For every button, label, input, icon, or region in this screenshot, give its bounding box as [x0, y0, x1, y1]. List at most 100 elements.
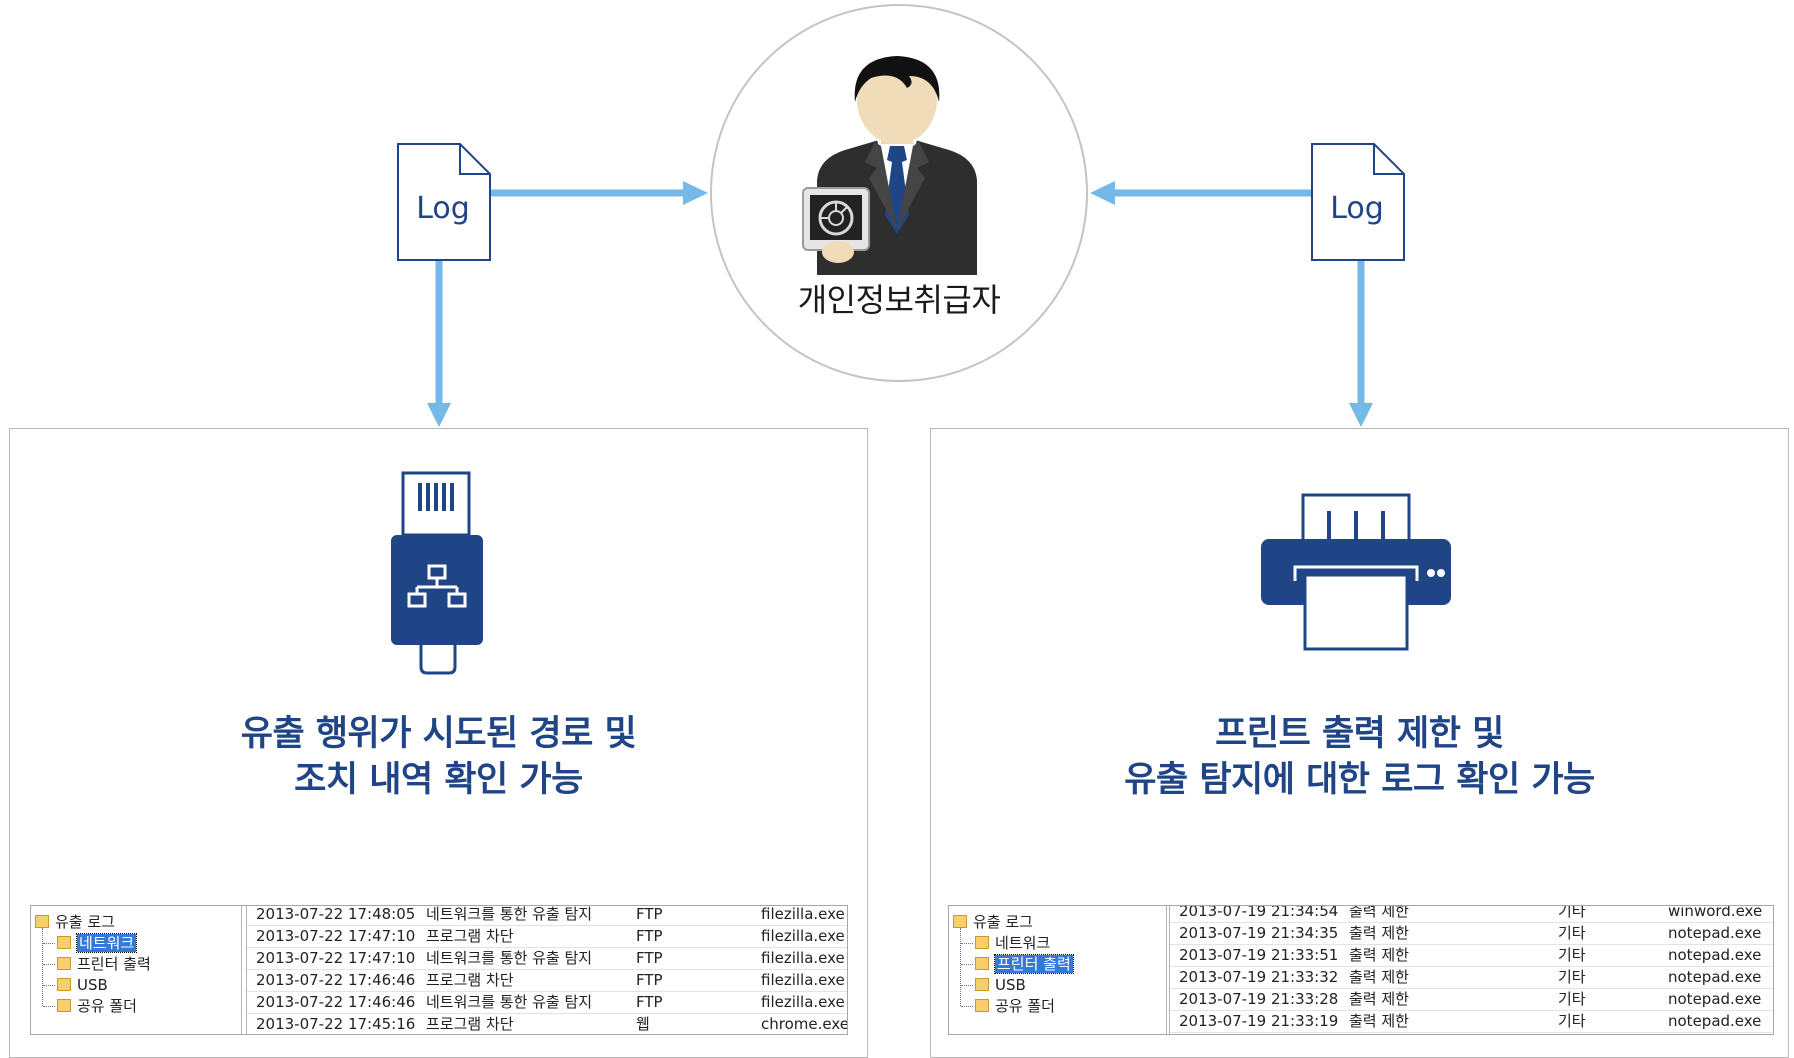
right-title-line2: 유출 탐지에 대한 로그 확인 가능 — [1124, 760, 1595, 800]
folder-icon — [953, 915, 967, 928]
cell-time: 2013-07-19 21:33:51 — [1179, 946, 1339, 964]
tree-root[interactable]: 유출 로그 — [949, 912, 1166, 933]
tree-branch — [43, 985, 55, 986]
cell-type: FTP — [636, 971, 663, 989]
cell-time: 2013-07-19 21:33:28 — [1179, 990, 1339, 1008]
cell-type: 기타 — [1558, 968, 1586, 986]
person-icon — [802, 56, 977, 275]
tree-item-label: 네트워크 — [995, 934, 1051, 952]
tree-item-label: 네트워크 — [75, 933, 138, 953]
tree-item[interactable]: 네트워크 — [949, 933, 1166, 954]
folder-icon — [35, 915, 49, 928]
cell-type: 기타 — [1558, 924, 1586, 942]
cell-time: 2013-07-22 17:46:46 — [256, 993, 416, 1011]
cell-type: 웹 — [636, 1015, 650, 1033]
cell-time: 2013-07-19 21:34:54 — [1179, 905, 1339, 920]
tree-item-label: USB — [77, 976, 108, 994]
cell-proc: filezilla.exe — [761, 971, 845, 989]
tree-item-label: 프린터 출력 — [994, 954, 1074, 974]
tree-item[interactable]: USB — [31, 975, 241, 996]
table-row[interactable]: 2013-07-22 17:47:10 네트워크를 통한 유출 탐지 FTP file… — [247, 947, 847, 970]
right-panel-title: 프린트 출력 제한 및 유출 탐지에 대한 로그 확인 가능 — [931, 711, 1788, 803]
tree-item[interactable]: 공유 폴더 — [31, 996, 241, 1017]
cell-proc: notepad.exe — [1668, 990, 1762, 1008]
cell-time: 2013-07-22 17:46:46 — [256, 971, 416, 989]
folder-icon — [975, 999, 989, 1012]
center-node: 개인정보취급자 — [710, 4, 1088, 382]
tree-branch — [43, 964, 55, 965]
cell-type: FTP — [636, 905, 663, 923]
cell-type: 기타 — [1558, 905, 1586, 920]
cell-event: 출력 제한 — [1349, 1012, 1409, 1030]
right-title-line1: 프린트 출력 제한 및 — [1215, 714, 1504, 754]
cell-event: 네트워크를 통한 유출 탐지 — [426, 993, 593, 1011]
cell-time: 2013-07-19 21:34:35 — [1179, 924, 1339, 942]
tree-root[interactable]: 유출 로그 — [31, 912, 241, 933]
center-label: 개인정보취급자 — [797, 281, 1001, 319]
cell-type: FTP — [636, 993, 663, 1011]
cell-event: 네트워크를 통한 유출 탐지 — [426, 949, 593, 967]
left-panel-title: 유출 행위가 시도된 경로 및 조치 내역 확인 가능 — [10, 711, 867, 803]
cell-type: 기타 — [1558, 946, 1586, 964]
cell-time: 2013-07-22 17:47:10 — [256, 949, 416, 967]
folder-icon — [57, 978, 71, 991]
cell-event: 출력 제한 — [1349, 905, 1409, 920]
cell-proc: filezilla.exe — [761, 949, 845, 967]
cell-type: 기타 — [1558, 990, 1586, 1008]
tree-item[interactable]: USB — [949, 975, 1166, 996]
log-document-icon-left: Log — [397, 143, 491, 261]
network-usb-icon — [391, 471, 483, 675]
cell-event: 프로그램 차단 — [426, 971, 514, 989]
tree-item-label: 공유 폴더 — [995, 997, 1055, 1015]
log-document-icon-right: Log — [1311, 143, 1405, 261]
connector-layer: Log Log — [397, 143, 1405, 427]
tree-connector — [960, 928, 961, 1006]
left-title-line1: 유출 행위가 시도된 경로 및 — [240, 714, 637, 754]
cell-proc: chrome.exe — [761, 1015, 848, 1033]
cell-proc: notepad.exe — [1668, 946, 1762, 964]
tree-item[interactable]: 공유 폴더 — [949, 996, 1166, 1017]
cell-proc: notepad.exe — [1668, 968, 1762, 986]
folder-icon — [57, 957, 71, 970]
folder-icon — [57, 936, 71, 949]
folder-icon — [975, 978, 989, 991]
tree-branch — [43, 1006, 55, 1007]
tree-branch — [961, 985, 973, 986]
log-label-right: Log — [1330, 191, 1384, 226]
table-row[interactable]: 2013-07-22 17:46:46 프로그램 차단 FTP filezilla.e… — [247, 969, 847, 992]
tree-item-label: 프린터 출력 — [77, 955, 151, 973]
cell-event: 출력 제한 — [1349, 924, 1409, 942]
tree-item[interactable]: 프린터 출력 — [949, 954, 1166, 975]
tree-branch — [43, 943, 55, 944]
cell-proc: filezilla.exe — [761, 905, 845, 923]
left-title-line2: 조치 내역 확인 가능 — [294, 760, 583, 800]
cell-event: 프로그램 차단 — [426, 1015, 514, 1033]
cell-time: 2013-07-19 21:33:32 — [1179, 968, 1339, 986]
table-row[interactable]: 2013-07-19 21:33:32 출력 제한 기타 notepad.exe — [1170, 966, 1773, 989]
cell-event: 프로그램 차단 — [426, 927, 514, 945]
tree-item[interactable]: 프린터 출력 — [31, 954, 241, 975]
tree-root-label: 유출 로그 — [55, 913, 115, 931]
tree-branch — [961, 964, 973, 965]
tree-item[interactable]: 네트워크 — [31, 933, 241, 954]
folder-icon — [975, 936, 989, 949]
cell-proc: notepad.exe — [1668, 1012, 1762, 1030]
tree-branch — [961, 943, 973, 944]
cell-event: 출력 제한 — [1349, 968, 1409, 986]
cell-type: FTP — [636, 949, 663, 967]
